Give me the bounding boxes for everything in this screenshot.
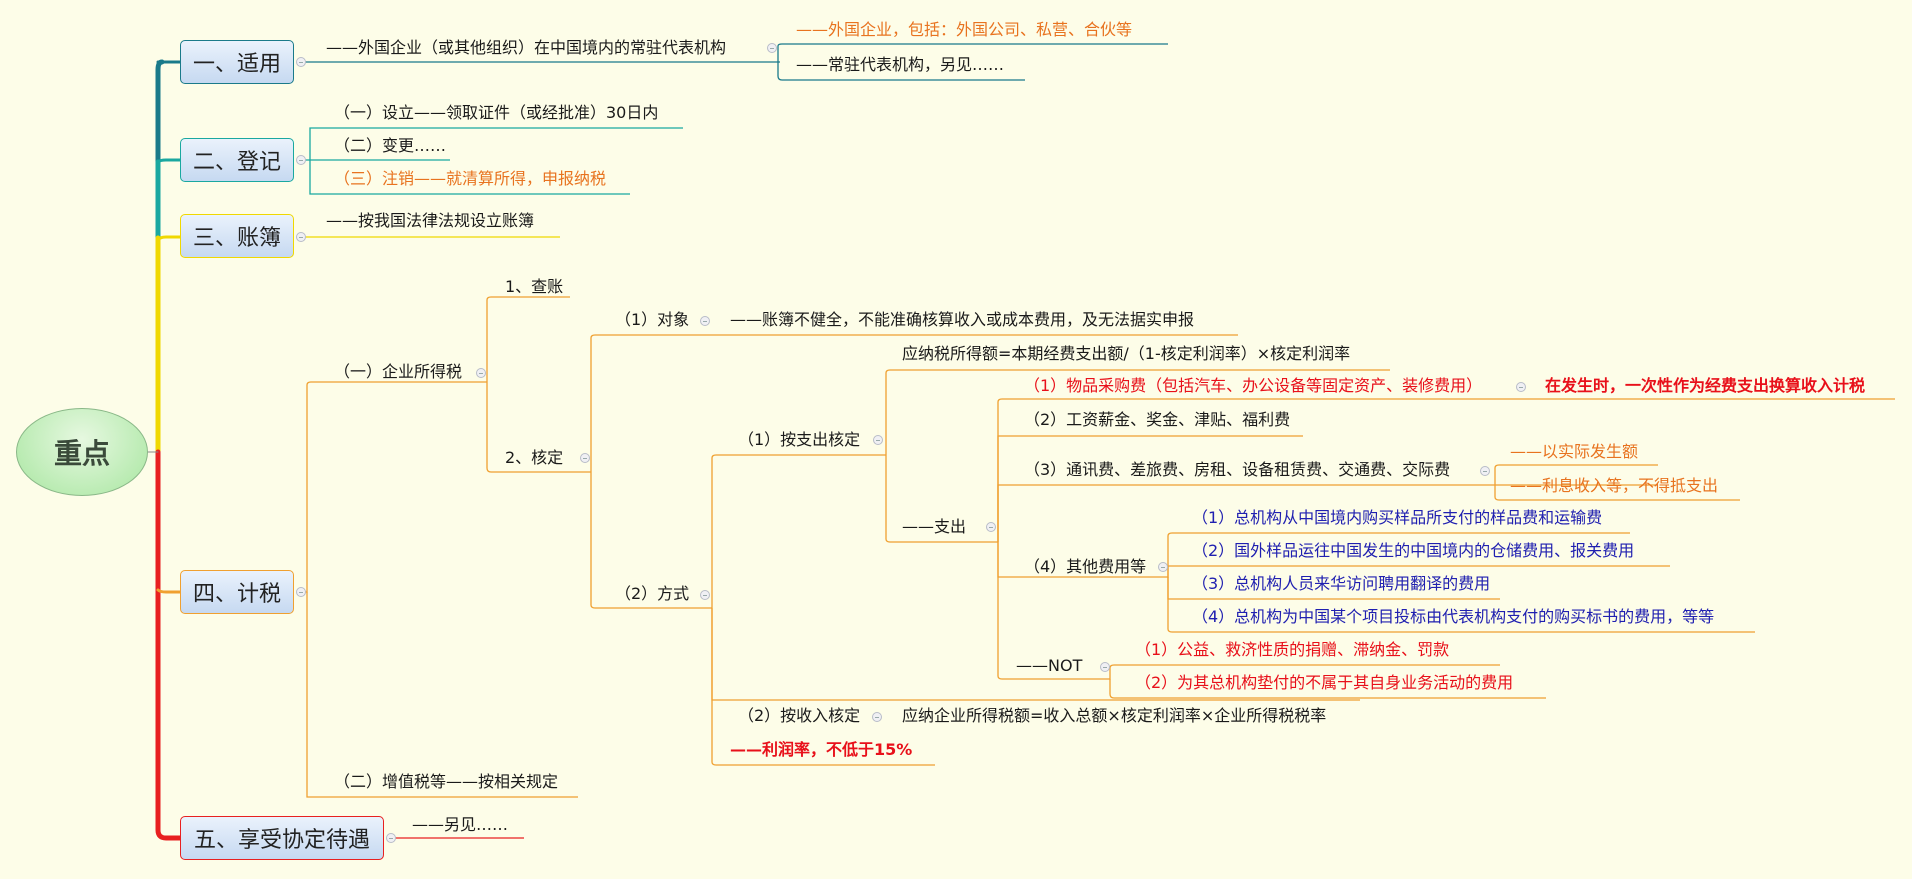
- subtopic[interactable]: （三）注销——就清算所得，申报纳税: [334, 169, 607, 188]
- collapse-icon[interactable]: [580, 453, 590, 463]
- subtopic[interactable]: ——外国企业（或其他组织）在中国境内的常驻代表机构: [326, 38, 727, 57]
- subtopic[interactable]: （2）按收入核定: [738, 706, 861, 725]
- subtopic[interactable]: ——支出: [902, 517, 967, 536]
- subtopic[interactable]: （1）总机构从中国境内购买样品所支付的样品费和运输费: [1192, 508, 1603, 527]
- subtopic[interactable]: （2）为其总机构垫付的不属于其自身业务活动的费用: [1135, 673, 1514, 692]
- topic-label: 三、账簿: [192, 226, 281, 251]
- subtopic[interactable]: 1、查账: [505, 277, 564, 296]
- collapse-icon[interactable]: [872, 712, 882, 722]
- subtopic[interactable]: （3）总机构人员来华访问聘用翻译的费用: [1192, 574, 1491, 593]
- subtopic-enterprise-income-tax[interactable]: （一）企业所得税: [334, 362, 463, 381]
- collapse-icon[interactable]: [986, 522, 996, 532]
- collapse-icon[interactable]: [767, 43, 777, 53]
- subtopic[interactable]: （1）公益、救济性质的捐赠、滞纳金、罚款: [1135, 640, 1450, 659]
- subtopic[interactable]: ——常驻代表机构，另见……: [796, 55, 1005, 74]
- collapse-icon[interactable]: [296, 57, 306, 67]
- subtopic[interactable]: （2）国外样品运往中国发生的中国境内的仓储费用、报关费用: [1192, 541, 1635, 560]
- subtopic[interactable]: ——NOT: [1016, 656, 1083, 675]
- collapse-icon[interactable]: [296, 155, 306, 165]
- subtopic[interactable]: （一）设立——领取证件（或经批准）30日内: [334, 103, 659, 122]
- collapse-icon[interactable]: [1100, 662, 1110, 672]
- subtopic[interactable]: ——按我国法律法规设立账簿: [326, 211, 535, 230]
- topic-tax-calculation[interactable]: 四、计税: [180, 570, 294, 614]
- subtopic[interactable]: （二）增值税等——按相关规定: [334, 772, 559, 791]
- subtopic[interactable]: 在发生时，一次性作为经费支出换算收入计税: [1545, 376, 1866, 395]
- topic-label: 五、享受协定待遇: [193, 828, 370, 853]
- subtopic[interactable]: （4）总机构为中国某个项目投标由代表机构支付的购买标书的费用，等等: [1192, 607, 1715, 626]
- collapse-icon[interactable]: [1516, 382, 1526, 392]
- topic-applicability[interactable]: 一、适用: [180, 40, 294, 84]
- subtopic[interactable]: 2、核定: [505, 448, 564, 467]
- subtopic[interactable]: （2）方式: [615, 584, 690, 603]
- collapse-icon[interactable]: [700, 316, 710, 326]
- root-topic[interactable]: 重点: [16, 408, 148, 496]
- subtopic[interactable]: （3）通讯费、差旅费、房租、设备租赁费、交通费、交际费: [1024, 460, 1451, 479]
- subtopic[interactable]: 应纳企业所得税额=收入总额×核定利润率×企业所得税税率: [902, 706, 1327, 725]
- topic-label: 四、计税: [192, 582, 281, 607]
- subtopic[interactable]: ——外国企业，包括：外国公司、私营、合伙等: [796, 20, 1133, 39]
- subtopic[interactable]: （1）按支出核定: [738, 430, 861, 449]
- root-label: 重点: [53, 437, 110, 470]
- collapse-icon[interactable]: [296, 232, 306, 242]
- topic-treaty-benefits[interactable]: 五、享受协定待遇: [180, 816, 384, 860]
- subtopic[interactable]: ——另见……: [412, 815, 509, 834]
- topic-label: 二、登记: [192, 150, 281, 175]
- subtopic[interactable]: 应纳税所得额=本期经费支出额/（1-核定利润率）×核定利润率: [902, 344, 1351, 363]
- topic-account-books[interactable]: 三、账簿: [180, 214, 294, 258]
- collapse-icon[interactable]: [1158, 562, 1168, 572]
- subtopic[interactable]: （二）变更……: [334, 136, 447, 155]
- collapse-icon[interactable]: [296, 587, 306, 597]
- subtopic[interactable]: ——利息收入等，不得抵支出: [1510, 476, 1719, 495]
- subtopic[interactable]: （1）物品采购费（包括汽车、办公设备等固定资产、装修费用）: [1024, 376, 1483, 395]
- subtopic[interactable]: （2）工资薪金、奖金、津贴、福利费: [1024, 410, 1291, 429]
- collapse-icon[interactable]: [1480, 466, 1490, 476]
- topic-label: 一、适用: [192, 52, 281, 77]
- subtopic[interactable]: ——以实际发生额: [1510, 442, 1639, 461]
- collapse-icon[interactable]: [476, 368, 486, 378]
- collapse-icon[interactable]: [873, 435, 883, 445]
- subtopic[interactable]: （4）其他费用等: [1024, 557, 1147, 576]
- collapse-icon[interactable]: [386, 833, 396, 843]
- subtopic[interactable]: （1）对象: [615, 310, 690, 329]
- topic-registration[interactable]: 二、登记: [180, 138, 294, 182]
- subtopic[interactable]: ——账簿不健全，不能准确核算收入或成本费用，及无法据实申报: [730, 310, 1195, 329]
- collapse-icon[interactable]: [700, 590, 710, 600]
- subtopic[interactable]: ——利润率，不低于15%: [730, 740, 913, 759]
